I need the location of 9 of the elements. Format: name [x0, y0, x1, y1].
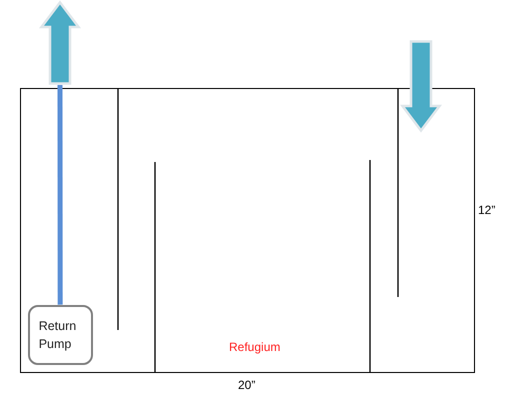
sump-tank [20, 88, 475, 373]
chamber-label: Refugium [229, 340, 280, 354]
dimension-label: 12” [478, 203, 496, 217]
block-arrow [40, 1, 80, 85]
pump-box [28, 304, 93, 365]
block-arrow [401, 40, 441, 132]
dimension-label: 20” [238, 378, 256, 392]
pump-label: Return Pump [38, 318, 78, 353]
pipe-line [58, 85, 63, 305]
